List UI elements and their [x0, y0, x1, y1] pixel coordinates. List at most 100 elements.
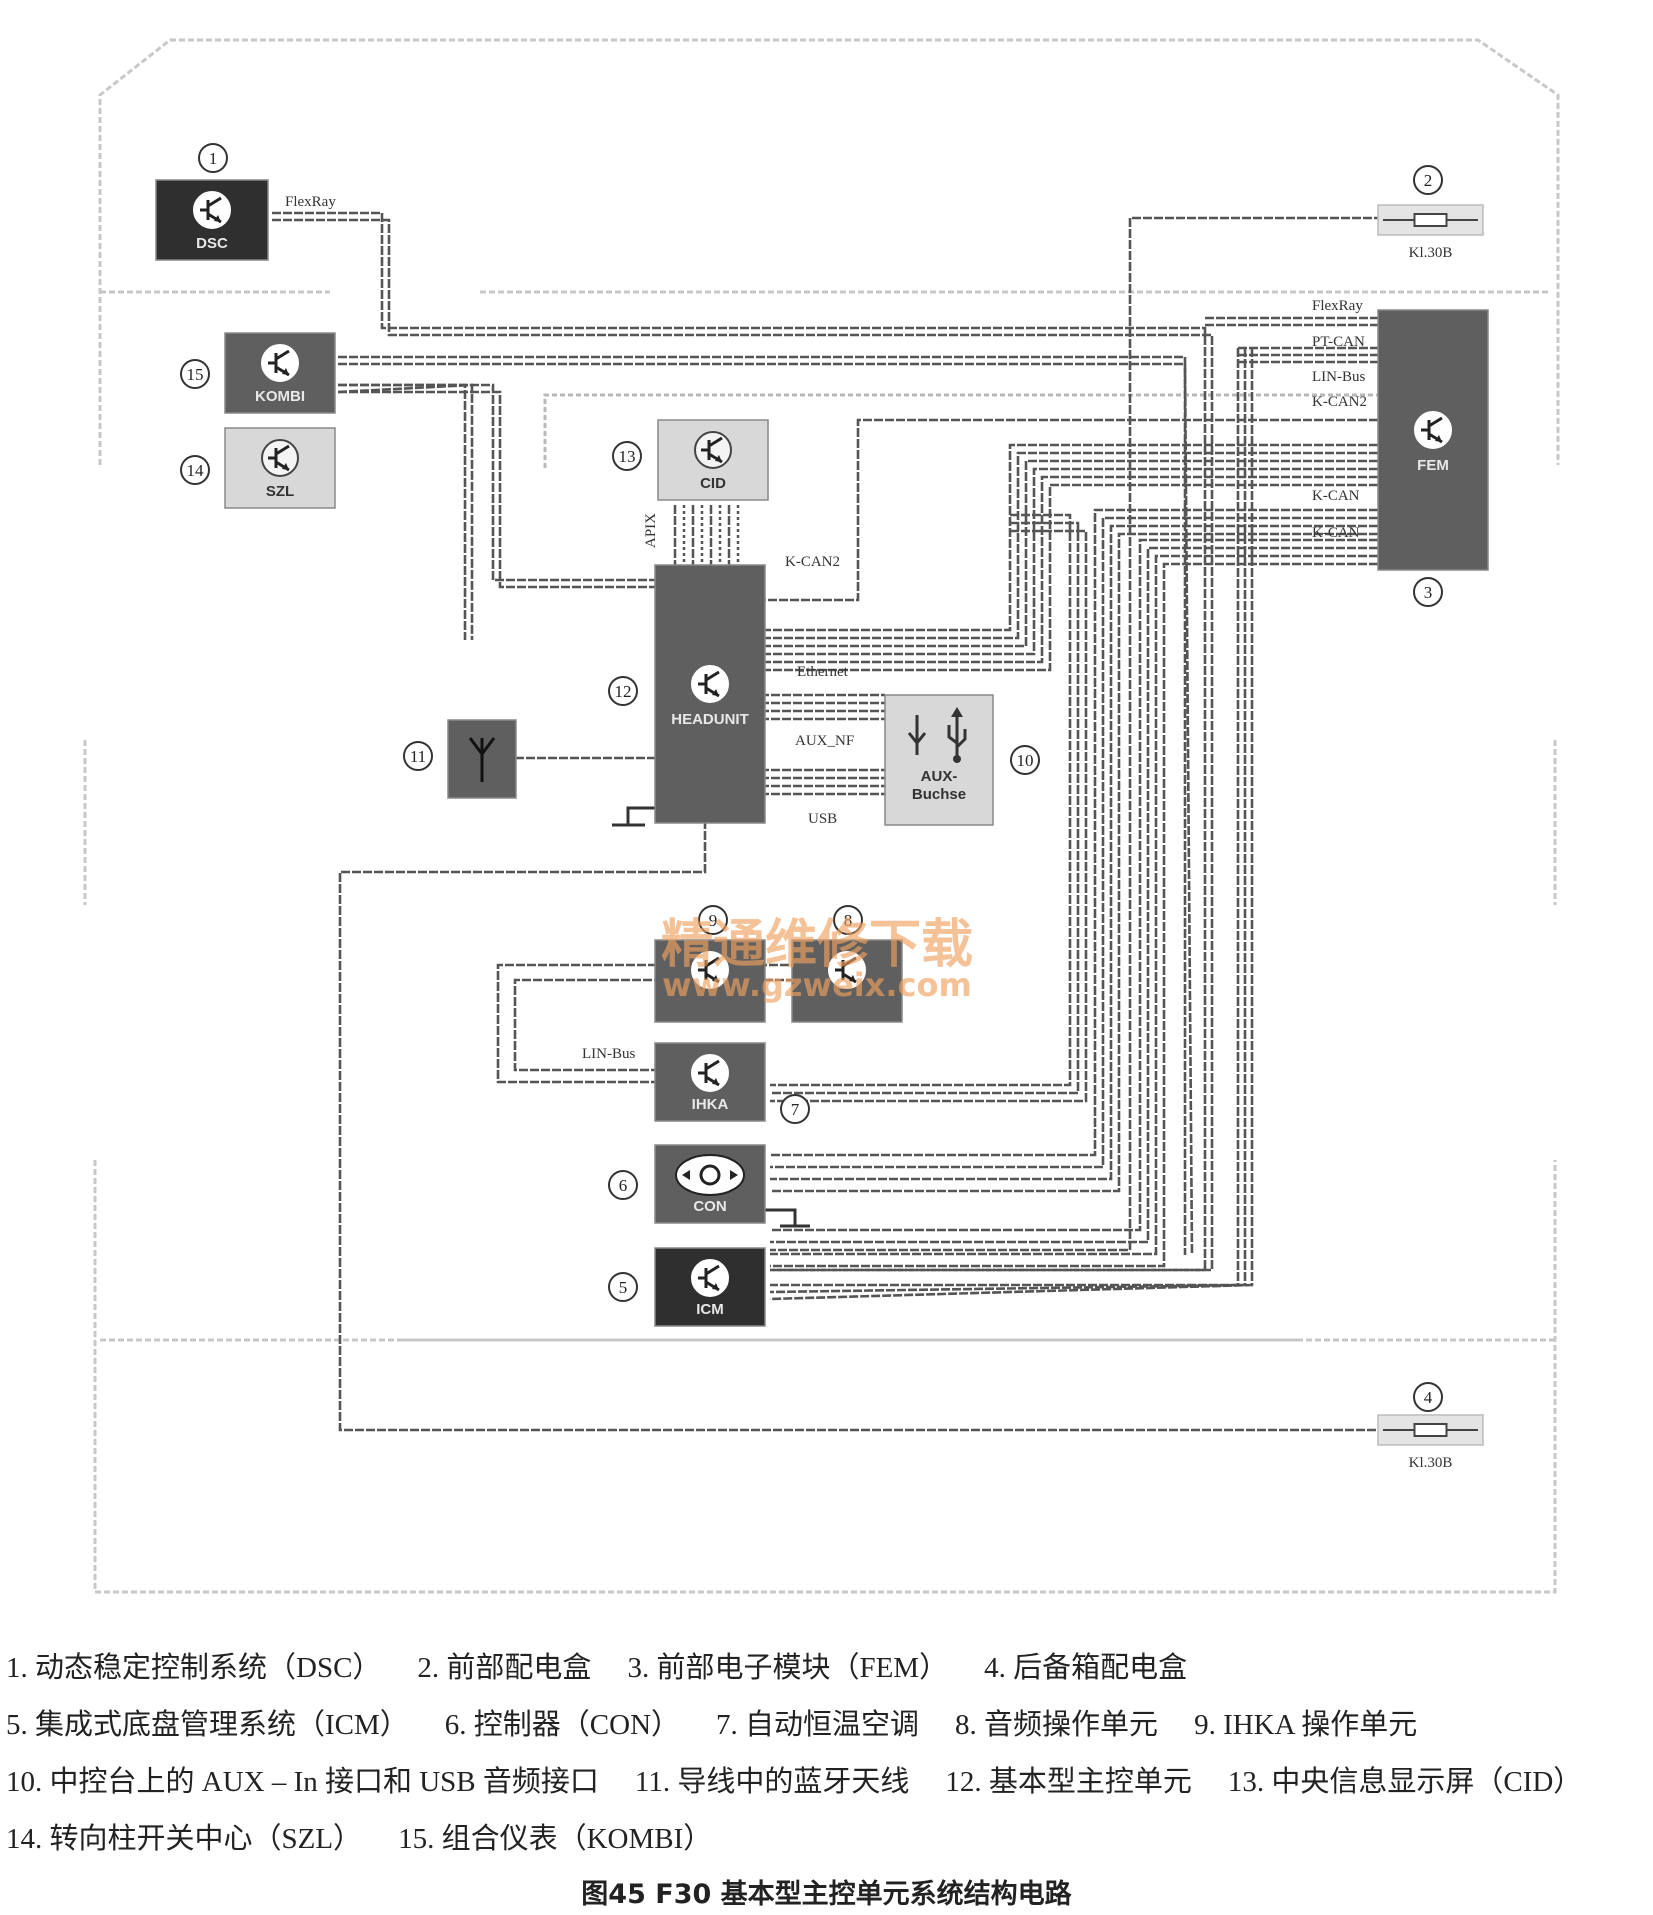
bus-label-lin-bus-ihka: LIN-Bus: [582, 1046, 635, 1062]
k-can-con-wire-3: [770, 532, 1378, 1193]
legend-item: 6. 控制器（CON）: [444, 1709, 681, 1741]
transistor-icon: [694, 431, 732, 469]
callout-4: 4: [1413, 1382, 1443, 1412]
module-label: SZL: [266, 483, 294, 500]
bus-label-k-can2-fem: K-CAN2: [1312, 394, 1367, 410]
module-label: ICM: [696, 1301, 724, 1318]
legend-item: 2. 前部配电盒: [417, 1652, 592, 1684]
light-can-harness: [543, 393, 1390, 468]
pt-can-harness: [1238, 346, 1378, 364]
transistor-icon: [691, 1054, 729, 1092]
bus-label-pt-can: PT-CAN: [1312, 334, 1365, 350]
legend-item: 1. 动态稳定控制系统（DSC）: [6, 1652, 382, 1684]
legend-item: 11. 导线中的蓝牙天线: [634, 1766, 910, 1798]
k-can-headunit-wire-5: [760, 483, 1378, 672]
callout-number: 5: [619, 1278, 628, 1297]
watermark-title: 精通维修下载: [661, 915, 973, 975]
usb-icon: [907, 707, 967, 763]
callout-10: 10: [1010, 745, 1040, 775]
wiring-harness: [272, 211, 1383, 1432]
legend-item: 9. IHKA 操作单元: [1194, 1709, 1418, 1741]
legend-item: 14. 转向柱开关中心（SZL）: [6, 1823, 363, 1855]
module-kombi: KOMBI 15: [180, 332, 336, 414]
transistor-icon: [261, 439, 299, 477]
bus-label-k-can-2: K-CAN: [1312, 525, 1360, 541]
kombi-headunit-harness: [338, 383, 665, 589]
controller-knob-icon: [675, 1154, 745, 1196]
k-can-headunit-wire-2: [760, 459, 1378, 648]
k-can-headunit-wire-0: [760, 443, 1378, 632]
callout-12: 12: [608, 676, 638, 706]
transistor-icon: [1414, 411, 1452, 449]
watermark-url: www.gzweix.com: [662, 966, 972, 1004]
legend-item: 13. 中央信息显示屏（CID）: [1227, 1766, 1583, 1798]
k-can2-fem-harness: [760, 418, 1378, 602]
vehicle-outline: [83, 38, 1560, 1594]
k-can-con-wire-0: [770, 508, 1378, 1157]
callout-number: 9: [709, 911, 718, 930]
module-label: FEM: [1417, 457, 1449, 474]
callout-number: 6: [619, 1176, 628, 1195]
bus-label-apix: APIX: [643, 513, 659, 548]
callout-11: 11: [403, 741, 433, 771]
bus-label-k-can-1: K-CAN: [1312, 488, 1360, 504]
k-can-icm-wire-2: [770, 554, 1378, 1256]
k-can-con-wire-1: [770, 516, 1378, 1169]
fuse-label: Kl.30B: [1409, 1455, 1453, 1471]
callout-15: 15: [180, 359, 210, 389]
callout-6: 6: [608, 1170, 638, 1200]
callout-number: 2: [1424, 171, 1433, 190]
legend-item: 4. 后备箱配电盒: [984, 1652, 1188, 1684]
callout-7: 7: [780, 1094, 810, 1124]
module-ihka-panel: 9: [654, 905, 766, 1023]
module-audio-panel: 8: [791, 905, 903, 1023]
transistor-icon: [691, 665, 729, 703]
transistor-icon: [691, 1259, 729, 1297]
legend-item: 3. 前部电子模块（FEM）: [627, 1652, 949, 1684]
legend-item: 5. 集成式底盘管理系统（ICM）: [6, 1709, 409, 1741]
callout-1: 1: [198, 143, 228, 173]
module-kl30b-rear: Kl.30B 4: [1377, 1382, 1484, 1471]
callout-number: 1: [209, 149, 218, 168]
vehicle-outline-bottom: [93, 1160, 1557, 1594]
module-label: CON: [693, 1198, 726, 1215]
k-can-headunit-wire-1: [760, 451, 1378, 640]
kombi-can-harness: [338, 355, 1194, 1256]
callout-number: 12: [615, 682, 632, 701]
headunit-ground: [612, 806, 660, 827]
callout-3: 3: [1413, 577, 1443, 607]
antenna-icon: [468, 737, 496, 782]
transistor-icon: [828, 951, 866, 989]
bus-label-flexray-dsc: FlexRay: [285, 194, 336, 210]
module-label: HEADUNIT: [671, 711, 749, 728]
module-szl: SZL 14: [180, 427, 336, 509]
module-label: DSC: [196, 235, 228, 252]
module-label: CID: [700, 475, 726, 492]
vehicle-outline-top: [98, 38, 1560, 465]
module-label: KOMBI: [255, 388, 305, 405]
module-con: CON 6: [608, 1144, 766, 1224]
callout-5: 5: [608, 1272, 638, 1302]
k-can-ihka-wire-0: [770, 513, 1072, 1087]
legend-item: 12. 基本型主控单元: [945, 1766, 1192, 1798]
flexray-fem-harness: [1205, 316, 1378, 327]
transistor-icon: [193, 191, 231, 229]
legend-item: 8. 音频操作单元: [955, 1709, 1159, 1741]
callout-2: 2: [1413, 165, 1443, 195]
fuse-icon: [1383, 213, 1478, 227]
con-ground: [765, 1208, 810, 1228]
k-can-con-wire-2: [770, 524, 1378, 1181]
kl30b-front-wire: [770, 216, 1383, 1252]
module-fem: FEM 3: [1377, 309, 1489, 607]
module-label: IHKA: [692, 1096, 729, 1113]
module-label: AUX-: [921, 768, 958, 785]
kombi-drop-harness: [337, 383, 474, 640]
callout-number: 4: [1424, 1388, 1433, 1407]
transistor-icon: [691, 951, 729, 989]
pt-can-icm-harness: [769, 348, 1254, 1301]
callout-number: 14: [187, 461, 205, 480]
bus-label-aux-nf: AUX_NF: [795, 733, 854, 749]
